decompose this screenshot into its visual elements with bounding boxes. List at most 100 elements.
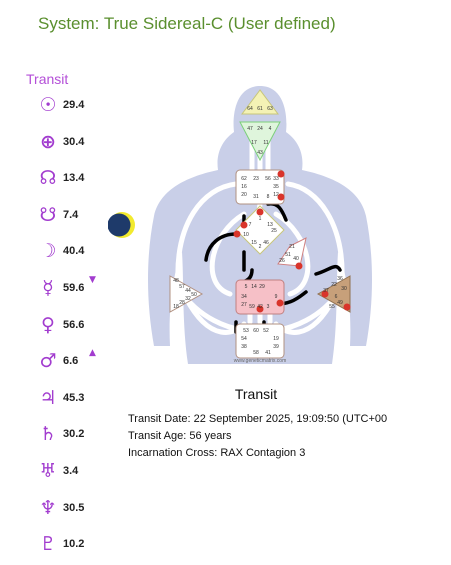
gate-label-throat: 56 (265, 176, 271, 182)
gate-label-ajna: 43 (257, 150, 263, 156)
up-triangle-icon: ▲ (89, 348, 96, 358)
gate-dot (277, 193, 285, 201)
gate-label-spleen: 57 (179, 284, 185, 290)
gate-label-head: 64 (247, 106, 253, 112)
gate-dot (321, 290, 329, 298)
gate-label-sacral: 5 (245, 284, 248, 290)
sacral-center (235, 279, 285, 315)
north-node-icon: ☊ (39, 167, 57, 190)
gate-label-g: 7 (249, 222, 252, 228)
south-node-icon: ☋ (39, 203, 57, 226)
planet-row: ☋7.4 (38, 203, 79, 227)
planet-value: 3.4 (63, 465, 79, 477)
neptune-icon: ♆ (39, 496, 57, 519)
head-center (241, 89, 279, 115)
gate-label-sacral: 42 (257, 304, 263, 310)
gate-label-spleen: 28 (179, 300, 185, 306)
gate-label-spleen: 50 (191, 292, 197, 298)
gate-dot (233, 230, 241, 238)
chart-watermark: www.geneticmatrix.com (234, 358, 287, 364)
gate-label-g: 46 (263, 240, 269, 246)
gate-label-sacral: 14 (251, 284, 257, 290)
planet-row: ♇ 10.2 (38, 532, 84, 556)
transit-label: Transit (26, 71, 69, 87)
planet-value: 59.6 (63, 282, 85, 294)
gate-label-root: 19 (273, 336, 279, 342)
gate-label-spleen: 18 (173, 304, 179, 310)
planet-value: 30.4 (63, 135, 85, 148)
gate-label-sacral: 59 (249, 304, 255, 310)
root-center (235, 323, 285, 359)
gate-label-throat: 33 (273, 176, 279, 182)
gate-label-solar: 6 (335, 294, 338, 300)
planet-value: 30.5 (63, 501, 85, 514)
chart-heading: Transit (234, 386, 278, 402)
gate-label-solar: 37 (323, 288, 329, 294)
channel-active (314, 264, 342, 276)
gate-dot (343, 303, 351, 311)
moon-phase-icon (108, 212, 135, 238)
transit-date: Transit Date: 22 September 2025, 19:09:5… (128, 413, 388, 425)
gate-dot (256, 208, 264, 216)
gate-dot (276, 299, 284, 307)
gate-label-ajna: 47 (247, 126, 253, 132)
gate-label-spleen: 48 (173, 278, 179, 284)
planet-value: 45.3 (63, 391, 85, 404)
gate-label-g: 2 (259, 244, 262, 250)
mars-icon: ♂ (39, 350, 57, 373)
gate-label-throat: 12 (273, 192, 279, 198)
moon-icon: ☽ (39, 240, 57, 263)
solar-plexus-center (316, 275, 351, 313)
gate-label-solar: 49 (337, 300, 343, 306)
gate-label-sacral: 3 (267, 304, 270, 310)
gate-label-g: 25 (271, 228, 277, 234)
gate-dot (240, 221, 248, 229)
gate-dot (295, 262, 303, 270)
planet-value: 13.4 (63, 172, 85, 185)
gate-label-throat: 8 (267, 194, 270, 200)
gate-label-throat: 35 (273, 184, 279, 190)
gate-label-ego: 26 (279, 258, 285, 264)
gate-label-root: 53 (243, 328, 249, 334)
gate-dot (256, 305, 264, 313)
gate-label-throat: 31 (253, 194, 259, 200)
down-triangle-icon: ▼ (89, 275, 96, 285)
page-title: System: True Sidereal-C (User defined) (38, 14, 336, 33)
uranus-icon: ♅ (39, 460, 57, 482)
sun-icon: ☉ (39, 94, 57, 116)
gate-label-root: 54 (241, 336, 247, 342)
gate-label-ajna: 11 (263, 140, 268, 146)
planet-row: ☊ 13.4 (38, 166, 85, 190)
gate-label-g: 1 (259, 216, 262, 222)
gate-label-sacral: 34 (241, 294, 247, 300)
gate-label-root: 58 (253, 350, 259, 356)
transit-age: Transit Age: 56 years (128, 430, 232, 442)
venus-icon: ♀ (41, 313, 55, 336)
gate-label-root: 39 (273, 344, 279, 350)
gate-label-ajna: 4 (269, 126, 272, 132)
planet-row: ♂6.6 (38, 349, 78, 373)
planet-row: ♆ 30.5 (38, 496, 84, 520)
gate-label-g: 10 (243, 232, 249, 238)
gate-label-sacral: 27 (241, 302, 247, 308)
planet-row: ☉ 29.4 (38, 93, 84, 117)
gate-label-spleen: 32 (185, 296, 191, 302)
gate-label-root: 60 (253, 328, 259, 334)
gate-label-solar: 36 (337, 276, 343, 282)
planet-value: 30.2 (63, 428, 85, 441)
planet-value: 10.2 (63, 538, 85, 551)
ajna-center (239, 121, 281, 162)
planet-row: ♄30.2 (38, 422, 84, 446)
channel-active (204, 232, 238, 262)
pluto-icon: ♇ (39, 533, 57, 556)
gate-label-ego: 40 (293, 256, 299, 262)
planet-value: 29.4 (63, 99, 85, 111)
gate-label-sacral: 29 (259, 284, 265, 290)
jupiter-icon: ♃ (39, 386, 57, 409)
gate-label-ego: 21 (289, 244, 295, 250)
gate-label-sacral: 9 (275, 294, 278, 300)
gate-label-solar: 22 (331, 282, 337, 288)
gate-label-throat: 23 (253, 176, 259, 182)
gate-dot (277, 170, 285, 178)
